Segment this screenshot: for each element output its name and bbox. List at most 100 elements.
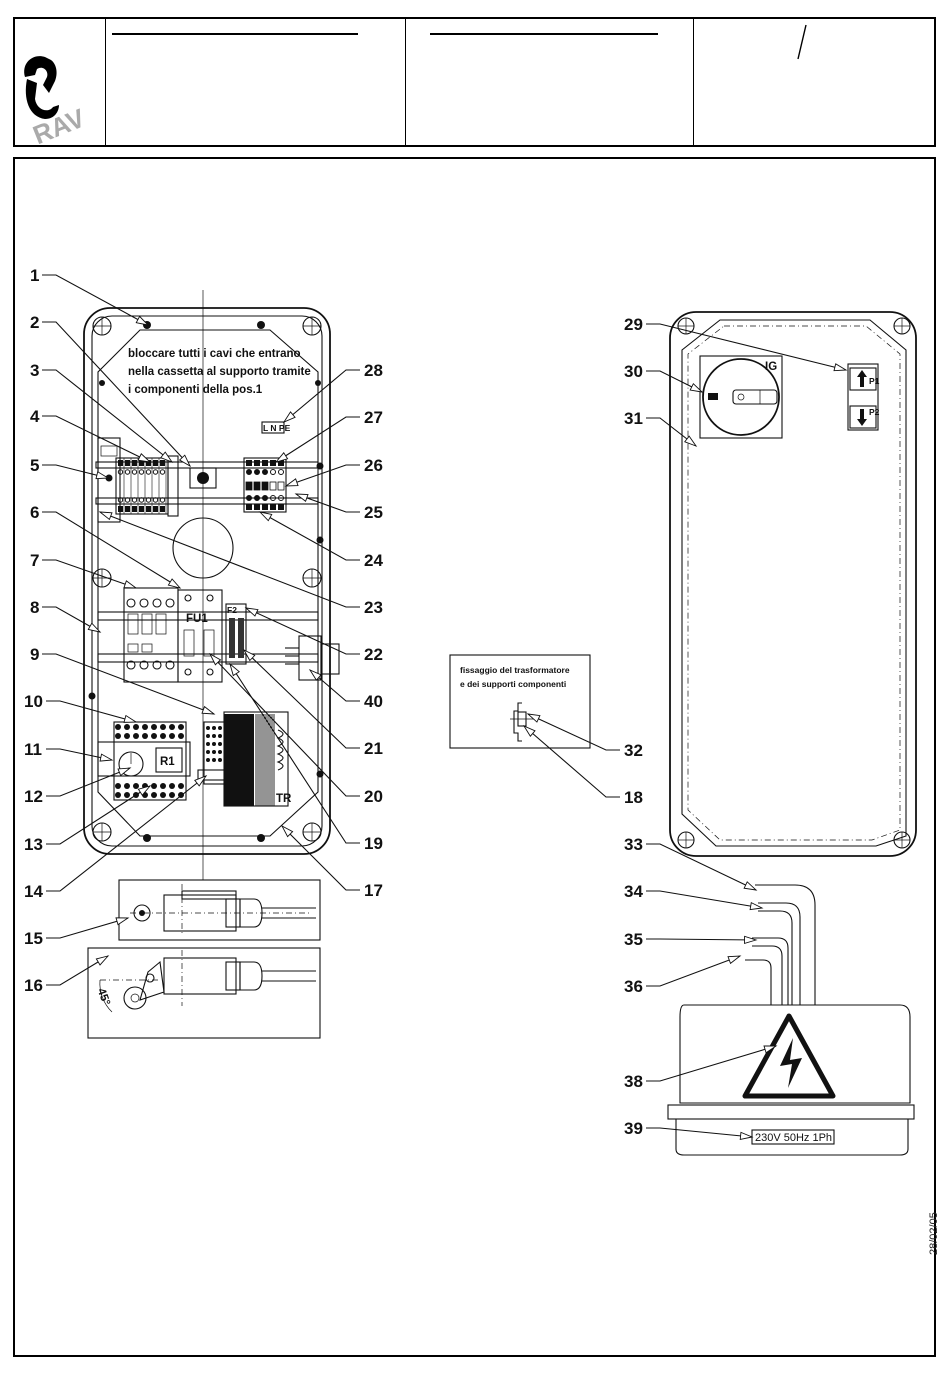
callout-14: 14 bbox=[24, 775, 208, 901]
leader-line bbox=[245, 607, 360, 655]
corner-screw-icon bbox=[302, 316, 322, 336]
angle-label: 45° bbox=[95, 987, 112, 1008]
callout-number: 23 bbox=[364, 598, 383, 617]
callout-number: 18 bbox=[624, 788, 643, 807]
callout-32: 32 bbox=[526, 713, 643, 760]
callout-25: 25 bbox=[294, 493, 383, 522]
arrowhead-icon bbox=[833, 363, 848, 372]
callout-17: 17 bbox=[280, 824, 383, 900]
callout-number: 24 bbox=[364, 551, 383, 570]
callout-number: 16 bbox=[24, 976, 43, 995]
title-underline bbox=[430, 33, 658, 35]
leader-line bbox=[46, 700, 137, 723]
leader-line bbox=[42, 464, 109, 479]
arrowhead-icon bbox=[743, 881, 758, 891]
callout-number: 32 bbox=[624, 741, 643, 760]
leader-line bbox=[527, 713, 620, 751]
arrowhead-icon bbox=[135, 315, 150, 326]
callout-39: 39 bbox=[624, 1119, 754, 1140]
transformer: TR bbox=[223, 711, 292, 807]
switch-label: IG bbox=[765, 361, 777, 373]
leader-line bbox=[646, 370, 703, 393]
up-button[interactable]: P1 bbox=[857, 370, 880, 387]
callout-number: 6 bbox=[30, 503, 39, 522]
arrowhead-icon bbox=[258, 511, 273, 522]
leader-line bbox=[99, 511, 360, 608]
terminal-tag-label: L N PE bbox=[263, 423, 291, 433]
callout-number: 40 bbox=[364, 692, 383, 711]
arrow-down-icon bbox=[857, 409, 867, 426]
arrowhead-icon bbox=[242, 648, 256, 662]
arrowhead-icon bbox=[115, 917, 130, 926]
fuse-holder: FU1 bbox=[177, 589, 223, 683]
callout-number: 7 bbox=[30, 551, 39, 570]
callout-35: 35 bbox=[624, 930, 758, 949]
callout-number: 1 bbox=[30, 266, 39, 285]
mounting-note-line-1: fissaggio del trasformatore bbox=[460, 665, 570, 675]
leader-line bbox=[295, 493, 360, 513]
leader-line bbox=[42, 369, 173, 463]
callout-3: 3 bbox=[30, 361, 174, 463]
callout-number: 3 bbox=[30, 361, 39, 380]
main-switch[interactable]: IG bbox=[699, 355, 783, 439]
callout-number: 2 bbox=[30, 313, 39, 332]
arrowhead-icon bbox=[763, 1045, 778, 1054]
callout-number: 34 bbox=[624, 882, 643, 901]
leader-line bbox=[523, 725, 620, 798]
corner-screw-icon bbox=[677, 831, 695, 849]
leader-line bbox=[42, 274, 149, 326]
arrowhead-icon bbox=[282, 411, 296, 423]
arrowhead-icon bbox=[201, 705, 216, 715]
terminal-strip bbox=[197, 721, 229, 785]
leader-line bbox=[42, 511, 181, 589]
callout-24: 24 bbox=[258, 511, 383, 570]
callout-number: 39 bbox=[624, 1119, 643, 1138]
leader-line bbox=[646, 890, 763, 909]
callout-number: 29 bbox=[624, 315, 643, 334]
callout-33: 33 bbox=[624, 835, 758, 891]
arrow-up-icon bbox=[857, 370, 867, 387]
arrowhead-icon bbox=[308, 669, 322, 681]
arrowhead-icon bbox=[123, 714, 138, 723]
arrowhead-icon bbox=[294, 493, 309, 502]
arrowhead-icon bbox=[160, 451, 174, 463]
callout-number: 20 bbox=[364, 787, 383, 806]
callout-16: 16 bbox=[24, 955, 110, 995]
callout-number: 10 bbox=[24, 692, 43, 711]
callout-1: 1 bbox=[30, 266, 150, 326]
arrowhead-icon bbox=[244, 607, 259, 617]
button-p1-label: P1 bbox=[869, 376, 880, 386]
leader-line bbox=[42, 653, 215, 715]
push-button-panel: P1 P2 bbox=[847, 363, 880, 431]
callout-number: 19 bbox=[364, 834, 383, 853]
cable-note-line-2: nella cassetta al supporto tramite bbox=[128, 366, 311, 378]
rav-logo-icon: RAV bbox=[24, 56, 90, 150]
leader-line bbox=[209, 653, 360, 797]
callout-number: 14 bbox=[24, 882, 43, 901]
arrowhead-icon bbox=[117, 767, 132, 777]
leader-line bbox=[46, 775, 207, 892]
arrowhead-icon bbox=[95, 955, 110, 966]
arrowhead-icon bbox=[522, 725, 536, 737]
callout-number: 31 bbox=[624, 409, 643, 428]
cables bbox=[745, 884, 816, 1005]
relay-module: R1 bbox=[97, 721, 191, 801]
terminal-block-left bbox=[97, 437, 179, 523]
arrowhead-icon bbox=[208, 652, 222, 666]
callout-number: 5 bbox=[30, 456, 39, 475]
arrowhead-icon bbox=[123, 580, 138, 589]
callout-6: 6 bbox=[30, 503, 182, 589]
contactor bbox=[123, 587, 179, 683]
callout-22: 22 bbox=[244, 607, 383, 664]
arrowhead-icon bbox=[137, 453, 152, 463]
title-field-1 bbox=[105, 19, 405, 145]
callout-2: 2 bbox=[30, 313, 192, 468]
callout-number: 33 bbox=[624, 835, 643, 854]
callout-number: 30 bbox=[624, 362, 643, 381]
corner-screw-icon bbox=[893, 317, 911, 335]
down-button[interactable]: P2 bbox=[857, 407, 880, 426]
callout-number: 21 bbox=[364, 739, 383, 758]
callout-40: 40 bbox=[308, 669, 383, 711]
terminal-block-right bbox=[243, 457, 287, 513]
arrowhead-icon bbox=[727, 955, 742, 965]
